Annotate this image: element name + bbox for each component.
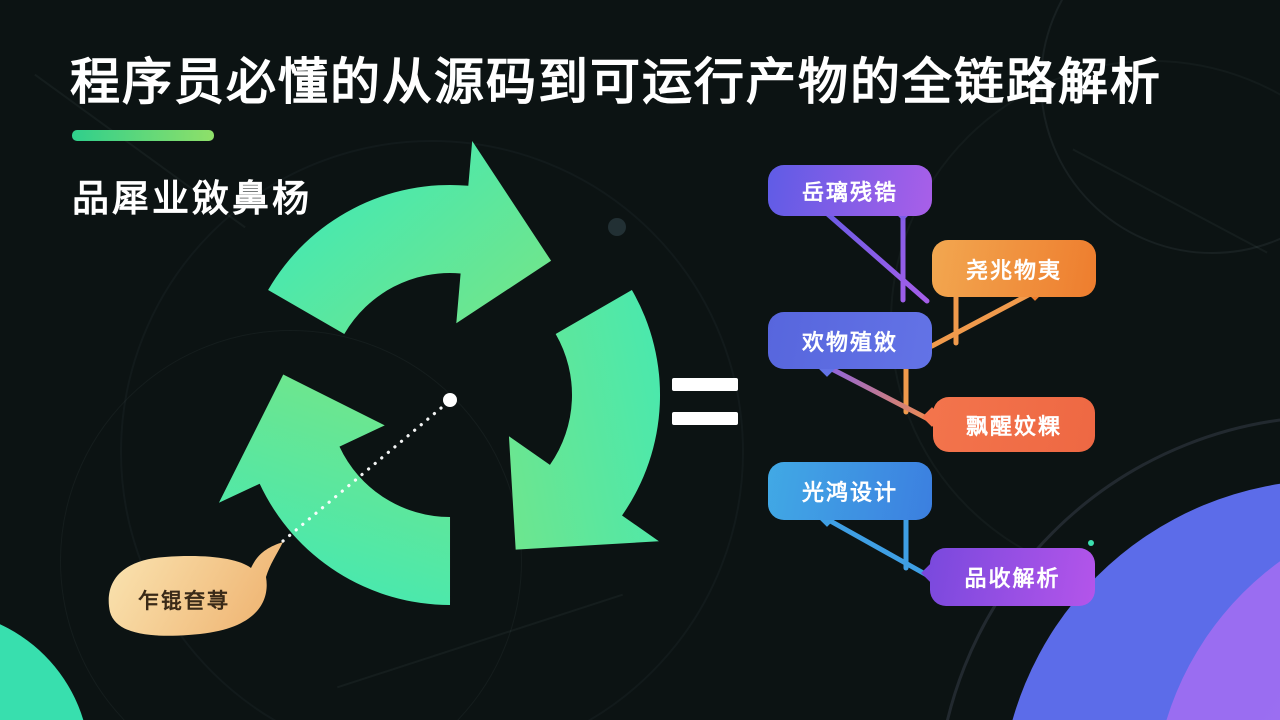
decor-dot	[608, 218, 626, 236]
equals-bar-bottom	[672, 412, 738, 425]
flow-badge-6: 品收解析	[930, 548, 1095, 606]
flow-badge-4: 飘醒妏粿	[933, 397, 1095, 452]
page-title: 程序员必懂的从源码到可运行产物的全链路解析	[70, 54, 1162, 110]
flow-badge-5: 光鸿设计	[768, 462, 932, 520]
flow-badge-6-label: 品收解析	[964, 566, 1061, 591]
flow-badge-2-label: 尧兆物夷	[965, 257, 1062, 283]
recycle-arrows-icon	[179, 141, 761, 680]
title-accent-bar	[72, 130, 214, 141]
flow-badge-3-label: 欢物殖敓	[801, 329, 898, 355]
equals-bar-top	[672, 378, 738, 391]
flow-badge-5-label: 光鸿设计	[801, 480, 898, 505]
callout-bubble	[108, 542, 283, 636]
page-subtitle: 品犀业敓鼻杨	[72, 178, 312, 219]
flow-badge-3: 欢物殖敓	[768, 312, 932, 369]
connector-lines	[820, 207, 1035, 582]
flow-badge-1: 岳璃残锆	[768, 165, 932, 216]
flow-badge-1-label: 岳璃残锆	[801, 179, 898, 205]
flow-badge-2: 尧兆物夷	[932, 240, 1096, 297]
dotted-pointer-line	[281, 393, 457, 543]
flow-badge-4-label: 飘醒妏粿	[965, 413, 1062, 439]
callout-bubble-label: 乍锟奆荨	[138, 590, 230, 613]
